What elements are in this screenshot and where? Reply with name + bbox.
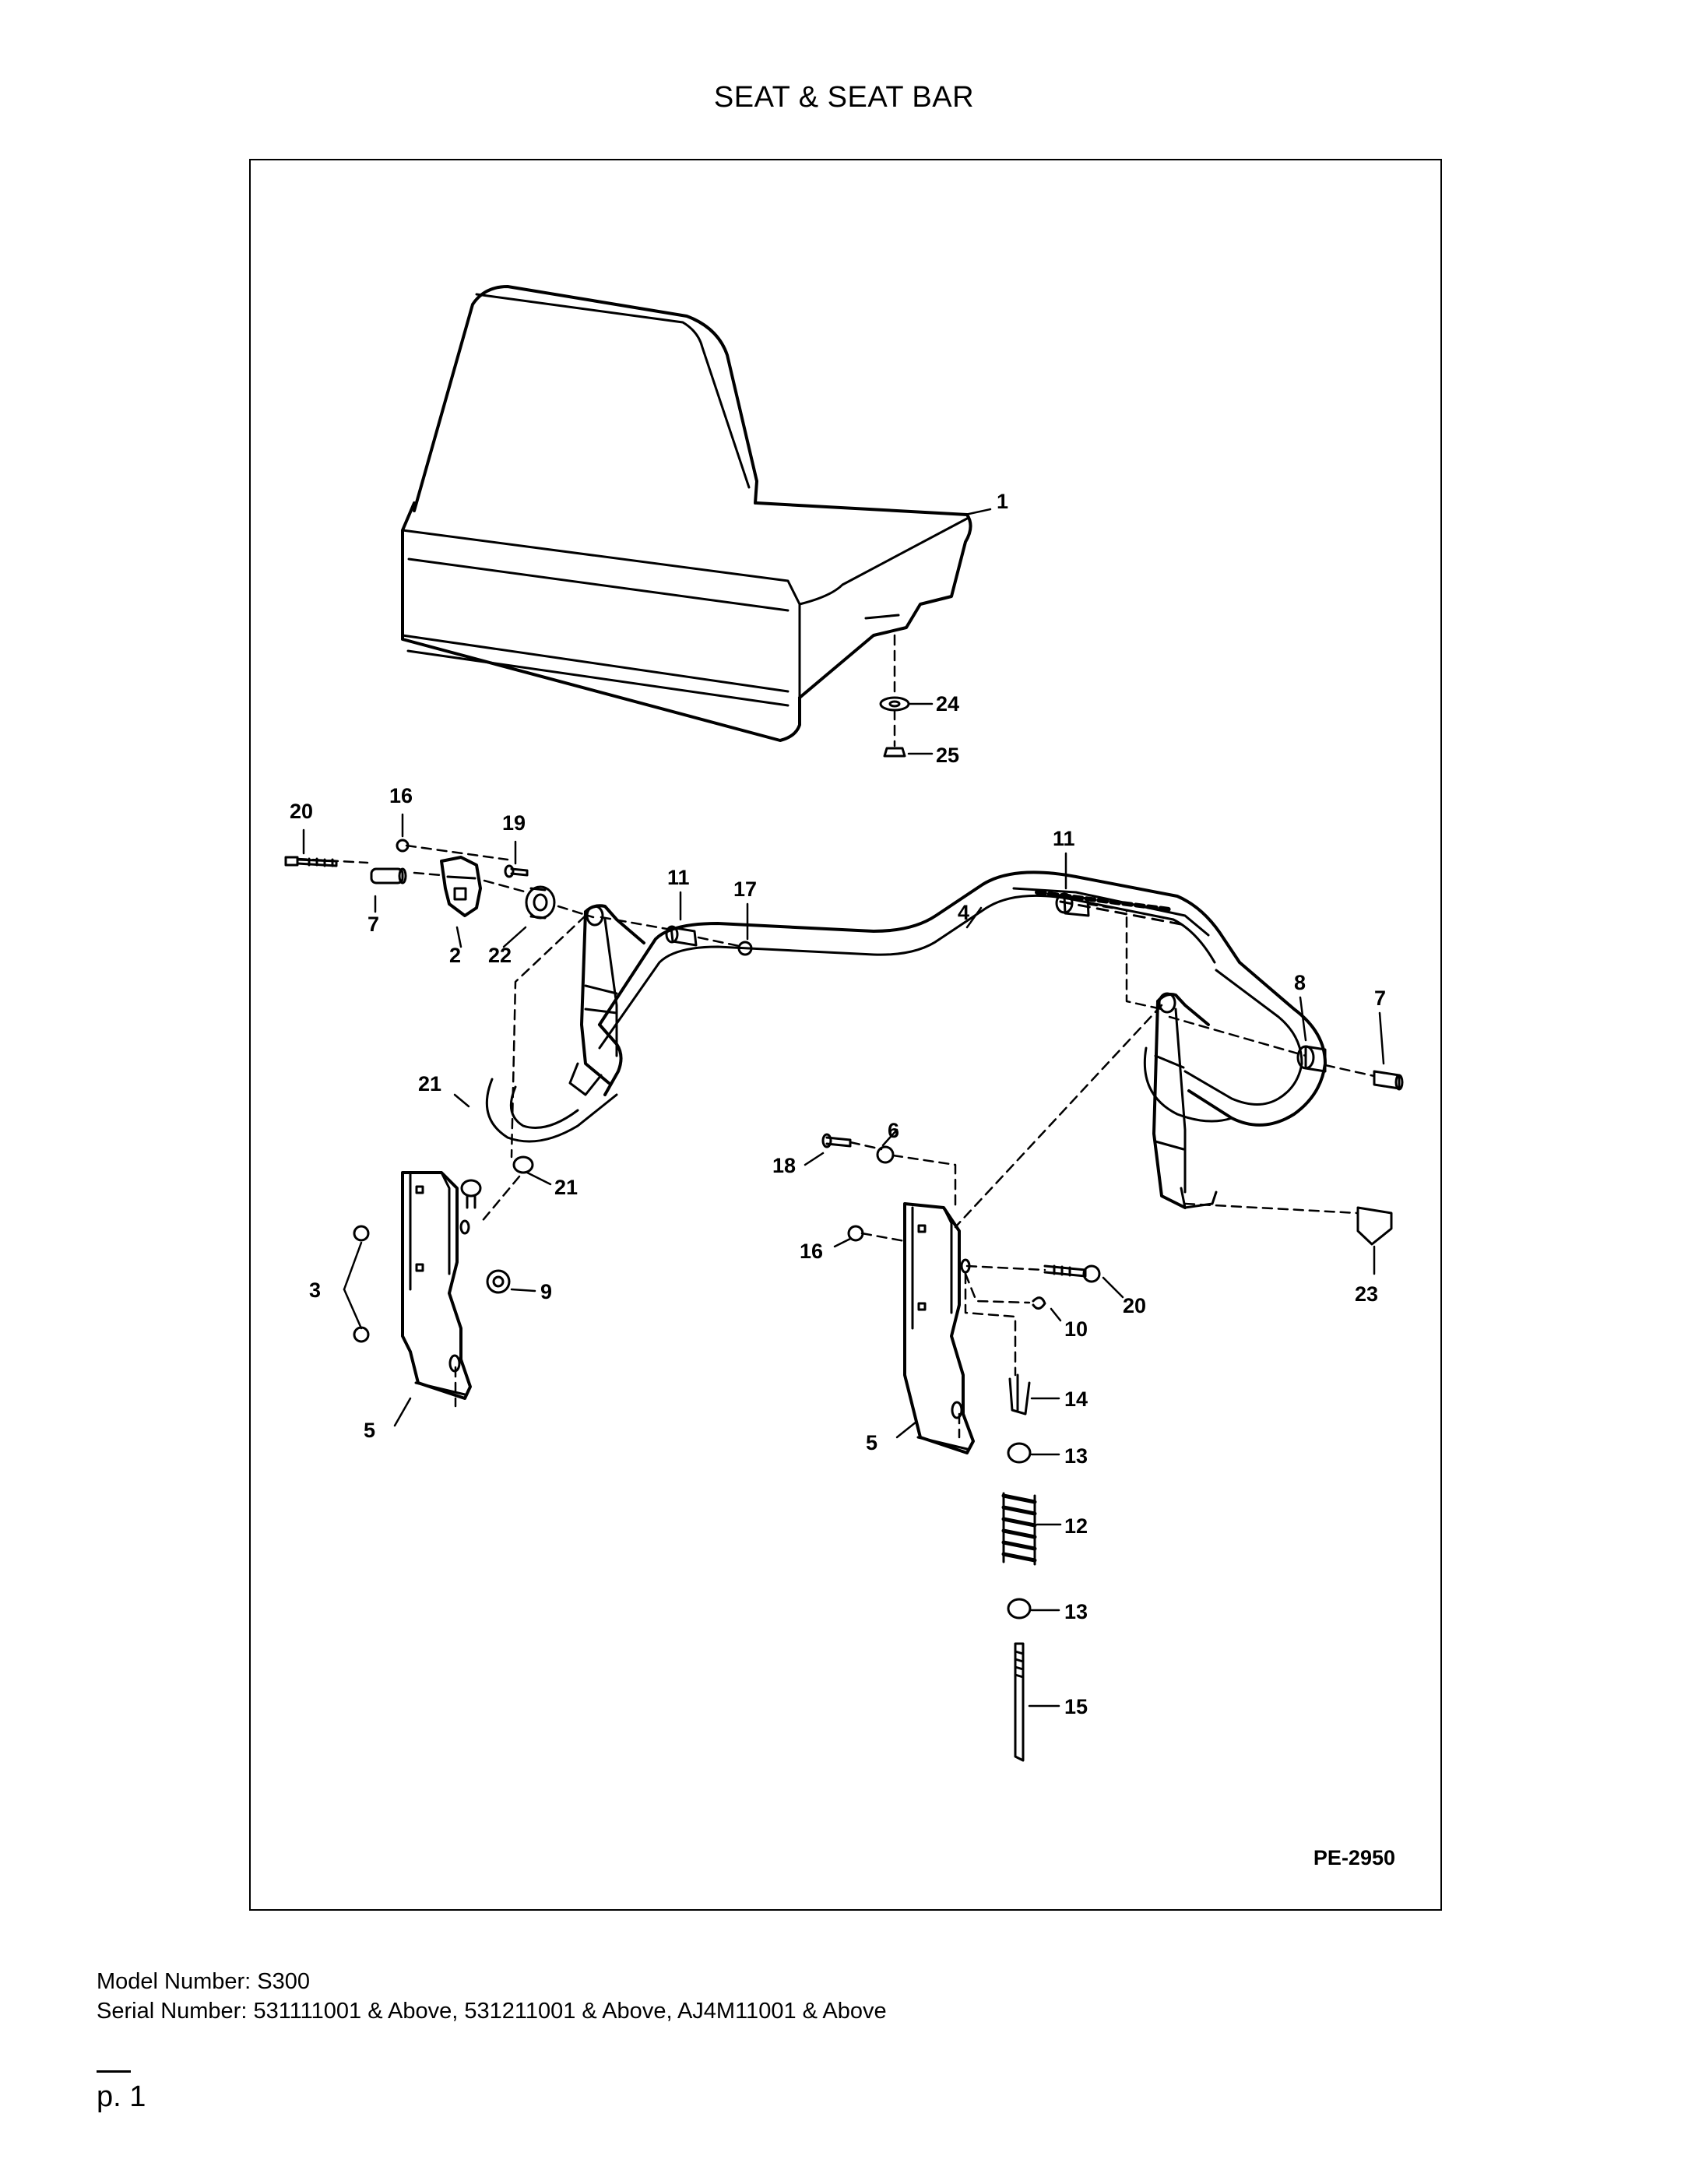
left-hardware <box>284 839 753 1343</box>
callout-17: 17 <box>733 877 757 901</box>
model-number: Model Number: S300 <box>97 1969 311 1994</box>
callout-16: 16 <box>389 784 413 807</box>
leader-lines <box>302 508 1385 1707</box>
callout-3: 3 <box>309 1278 321 1302</box>
model-info: Model Number: S300 Serial Number: 531111… <box>97 1967 887 2026</box>
callout-2: 2 <box>449 944 461 967</box>
page-title: SEAT & SEAT BAR <box>713 81 975 114</box>
callout-5: 5 <box>866 1431 877 1454</box>
callout-8: 8 <box>1294 971 1306 994</box>
diagram-frame: 1 24 25 20 16 19 11 17 11 4 7 2 22 8 7 2… <box>249 159 1442 1911</box>
seat-assembly <box>401 285 972 742</box>
callout-18: 18 <box>772 1154 796 1177</box>
callout-19: 19 <box>502 811 526 835</box>
page-number-rule <box>97 2070 131 2073</box>
right-bar-upright <box>1152 992 1218 1209</box>
callout-7: 7 <box>367 913 379 936</box>
callout-22: 22 <box>488 944 512 967</box>
callout-7: 7 <box>1374 986 1386 1010</box>
callout-25: 25 <box>936 744 959 767</box>
left-bracket <box>401 1171 472 1400</box>
callout-1: 1 <box>997 490 1008 513</box>
seat-bar <box>485 870 1327 1143</box>
diagram-reference-code: PE-2950 <box>1313 1846 1395 1869</box>
callout-4: 4 <box>958 901 969 924</box>
callout-9: 9 <box>540 1280 552 1303</box>
page-number: p. 1 <box>97 2080 146 2113</box>
left-bar-upright <box>568 904 645 1096</box>
callout-14: 14 <box>1064 1387 1088 1411</box>
callout-11: 11 <box>1053 827 1075 850</box>
callout-16: 16 <box>800 1240 823 1263</box>
right-bracket <box>903 1202 975 1454</box>
callout-6: 6 <box>888 1119 899 1142</box>
callout-21: 21 <box>418 1072 441 1096</box>
exploded-parts-diagram: 1 24 25 20 16 19 11 17 11 4 7 2 22 8 7 2… <box>284 285 1404 1762</box>
callout-10: 10 <box>1064 1317 1088 1341</box>
callout-20: 20 <box>1123 1294 1146 1317</box>
callout-5: 5 <box>364 1419 375 1442</box>
callout-labels: 1 24 25 20 16 19 11 17 11 4 7 2 22 8 7 2… <box>290 490 1386 1718</box>
callout-23: 23 <box>1355 1282 1378 1306</box>
right-hardware <box>821 696 1404 1762</box>
callout-20: 20 <box>290 800 313 823</box>
callout-21: 21 <box>554 1176 578 1199</box>
callout-15: 15 <box>1064 1695 1088 1718</box>
callout-12: 12 <box>1064 1514 1088 1538</box>
serial-number: Serial Number: 531111001 & Above, 531211… <box>97 1999 887 2024</box>
callout-11: 11 <box>667 866 690 889</box>
callout-24: 24 <box>936 692 959 716</box>
callout-13: 13 <box>1064 1444 1088 1468</box>
callout-13: 13 <box>1064 1600 1088 1623</box>
assembly-lines <box>296 634 1376 1439</box>
